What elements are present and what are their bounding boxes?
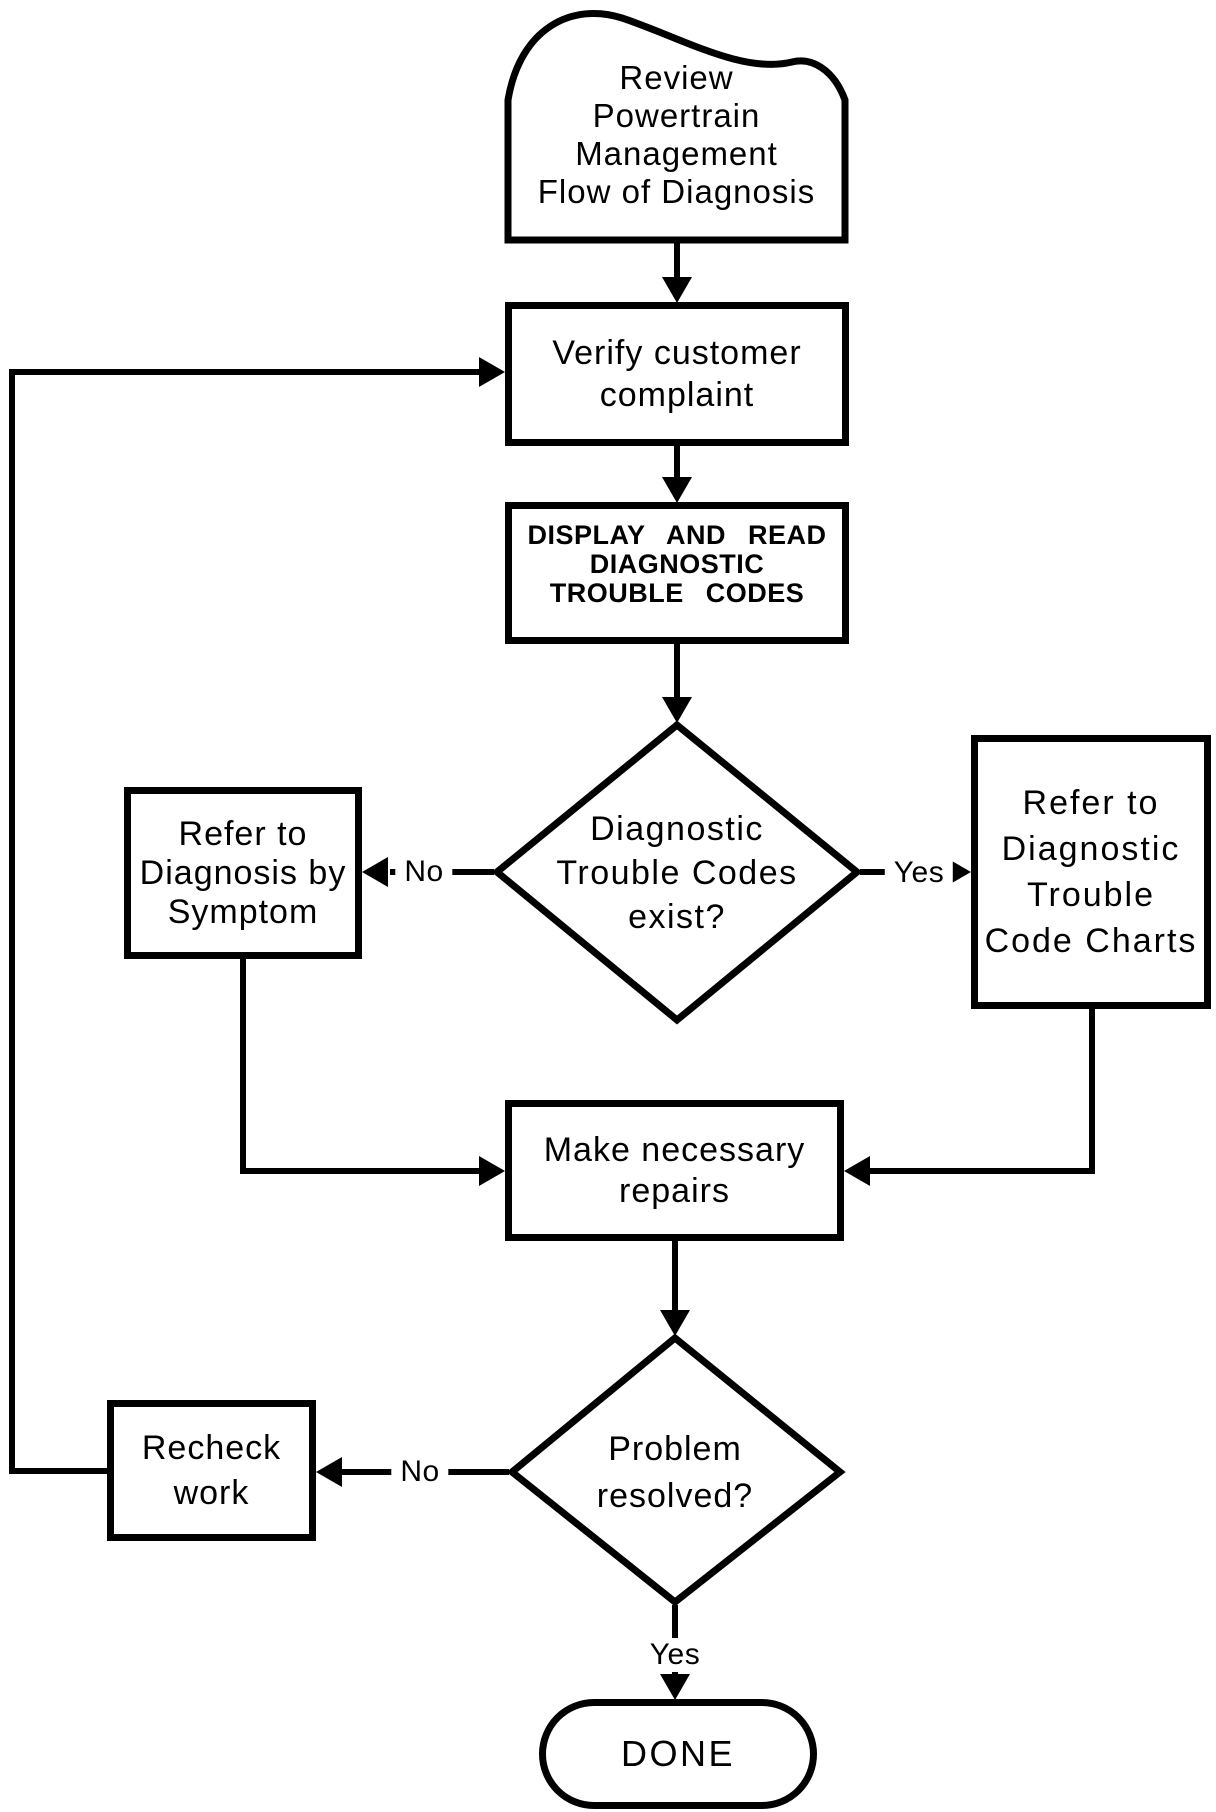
decision-diamond-problem-resolved — [506, 1333, 846, 1607]
edge-label-resolved-no: No — [391, 1455, 449, 1489]
node-text-line: DISPLAY AND READ — [527, 519, 827, 550]
node-review-document: Review Powertrain Management Flow of Dia… — [508, 42, 845, 228]
arrowhead-into-verify-left — [479, 357, 505, 387]
node-text-line: Make necessary — [543, 1130, 806, 1169]
edge-label-dtc-yes: Yes — [884, 856, 954, 890]
node-text-line: Diagnosis by — [139, 853, 347, 892]
node-text-line: resolved? — [596, 1477, 754, 1515]
arrowhead-into-recheck — [316, 1457, 342, 1487]
decision-diamond-dtc-exist — [491, 720, 863, 1025]
node-recheck-work: Recheck work — [107, 1400, 316, 1541]
edge-label-dtc-no: No — [395, 855, 453, 889]
node-text-line: DIAGNOSTIC — [589, 548, 765, 579]
node-text-line: DONE — [620, 1733, 735, 1774]
connector-charts-to-repairs — [868, 1008, 1095, 1174]
node-refer-diagnosis-by-symptom: Refer to Diagnosis by Symptom — [124, 787, 362, 959]
node-text-line: Problem — [608, 1430, 742, 1468]
node-text-line: Refer to — [1022, 784, 1160, 822]
arrowhead-into-symptom — [362, 857, 388, 887]
node-text-line: exist? — [628, 898, 726, 936]
arrowhead-into-done — [660, 1674, 690, 1700]
node-text-line: Verify customer — [552, 334, 802, 372]
node-done-terminal: DONE — [539, 1699, 817, 1809]
arrowhead-into-resolved-decision — [660, 1310, 690, 1336]
arrowhead-into-display — [662, 477, 692, 503]
connector-recheck-loop-to-verify — [9, 369, 480, 1474]
node-text-line: Recheck — [141, 1428, 282, 1467]
node-make-necessary-repairs: Make necessary repairs — [505, 1100, 844, 1241]
node-dtc-exist-question: Diagnostic Trouble Codes exist? — [527, 798, 827, 948]
node-text-line: complaint — [599, 376, 755, 414]
arrowhead-into-repairs-right — [844, 1156, 870, 1186]
arrowhead-into-verify-top — [662, 277, 692, 303]
node-text-line: Diagnostic — [590, 810, 764, 848]
node-refer-dtc-code-charts: Refer to Diagnostic Trouble Code Charts — [971, 735, 1211, 1009]
node-text-line: Review — [619, 59, 734, 96]
arrowhead-into-repairs-left — [479, 1156, 505, 1186]
node-text-line: Refer to — [178, 814, 308, 853]
node-problem-resolved-question: Problem resolved? — [525, 1420, 825, 1526]
document-shape — [504, 10, 849, 244]
edge-label-resolved-yes: Yes — [640, 1638, 710, 1672]
node-text-line: Trouble Codes — [556, 854, 798, 892]
node-text-line: Trouble — [1026, 876, 1156, 914]
node-text-line: Diagnostic — [1001, 830, 1181, 868]
node-text-line: Code Charts — [984, 922, 1198, 960]
node-text-line: Powertrain — [592, 97, 761, 134]
node-text-line: Flow of Diagnosis — [537, 173, 816, 210]
node-verify-customer-complaint: Verify customer complaint — [505, 302, 849, 446]
node-text-line: Symptom — [167, 892, 319, 931]
node-text-line: Management — [575, 135, 778, 172]
node-display-read-trouble-codes: DISPLAY AND READ DIAGNOSTIC TROUBLE CODE… — [505, 502, 849, 644]
node-text-line: repairs — [619, 1171, 730, 1210]
arrowhead-into-dtc-decision — [662, 697, 692, 723]
connector-symptom-to-repairs — [240, 958, 482, 1174]
node-text-line: TROUBLE CODES — [549, 577, 805, 608]
node-text-line: work — [173, 1473, 250, 1512]
